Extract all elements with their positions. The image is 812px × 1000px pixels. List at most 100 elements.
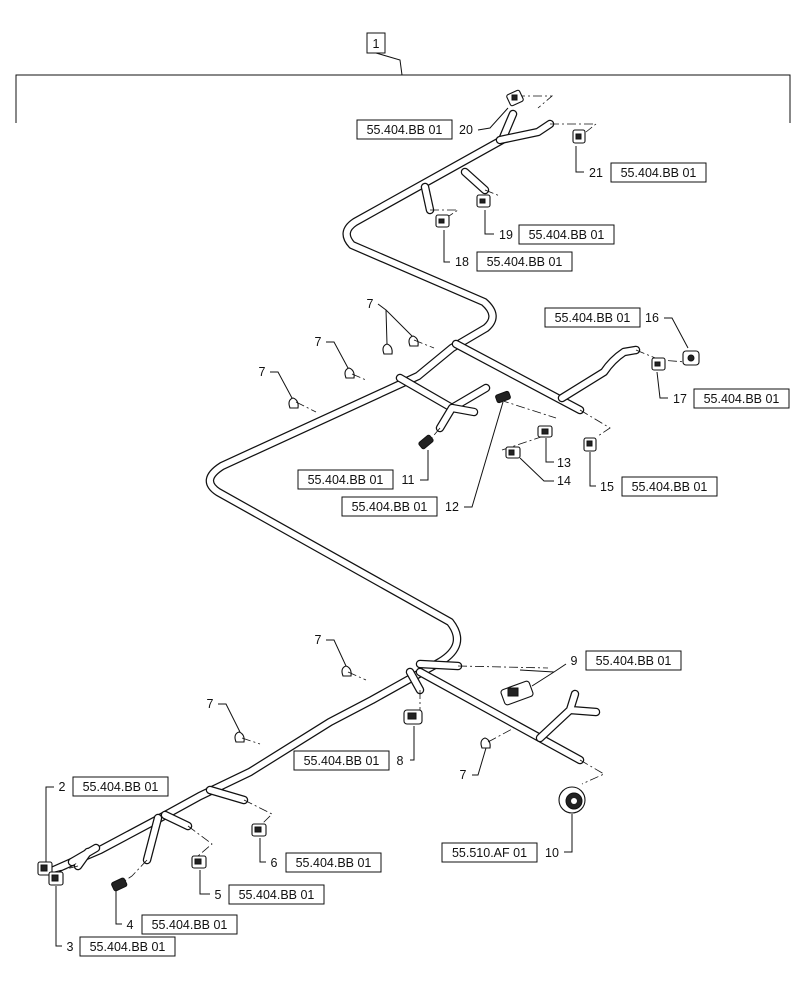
callout-number: 5 [215, 888, 222, 902]
callout-ref: 55.404.BB 01 [555, 311, 631, 325]
callout-2: 55.404.BB 01 2 [45, 776, 169, 862]
callout-16: 55.404.BB 01 16 [544, 307, 689, 349]
callout-number: 18 [455, 255, 469, 269]
callout-8: 55.404.BB 01 8 [293, 726, 415, 771]
connector-13 [537, 425, 553, 438]
connector-18 [435, 214, 450, 228]
connector-3 [48, 871, 64, 886]
connector-11 [418, 434, 434, 450]
assembly-leader [375, 52, 403, 76]
callout-number: 7 [367, 297, 374, 311]
callout-ref: 55.510.AF 01 [452, 846, 527, 860]
callout-7: 7 [367, 297, 413, 345]
cable-tie [344, 367, 367, 381]
connector-6 [251, 823, 267, 837]
callout-ref: 55.404.BB 01 [296, 856, 372, 870]
callout-ref: 55.404.BB 01 [304, 754, 380, 768]
callout-number: 10 [545, 846, 559, 860]
callout-7: 7 [315, 633, 347, 667]
callout-ref: 55.404.BB 01 [367, 123, 443, 137]
callout-7: 7 [207, 697, 241, 733]
callout-5: 55.404.BB 01 5 [199, 870, 325, 905]
cable-tie [288, 397, 317, 413]
connector-21 [572, 129, 586, 144]
callout-11: 55.404.BB 01 11 [297, 450, 429, 490]
connector-12 [495, 390, 511, 404]
callout-7: 7 [259, 365, 293, 399]
connector-2 [37, 861, 53, 876]
cable-tie [480, 727, 515, 749]
connector-9 [500, 680, 534, 706]
callout-9: 55.404.BB 01 9 [519, 650, 682, 687]
assembly-bracket: 1 [15, 32, 791, 123]
callout-18: 55.404.BB 01 18 [443, 230, 573, 272]
connector-16 [682, 350, 700, 366]
callout-number: 17 [673, 392, 687, 406]
callout-4: 55.404.BB 01 4 [115, 890, 238, 935]
callout-17: 55.404.BB 01 17 [656, 371, 790, 409]
callout-ref: 55.404.BB 01 [487, 255, 563, 269]
callout-number: 14 [557, 474, 571, 488]
callout-number: 2 [59, 780, 66, 794]
cable-tie [408, 335, 435, 349]
harness-cable [49, 109, 641, 875]
connector-19 [476, 194, 491, 208]
callout-number: 6 [271, 856, 278, 870]
callout-ref: 55.404.BB 01 [239, 888, 315, 902]
connector-15 [583, 437, 597, 452]
callout-number: 7 [460, 768, 467, 782]
callout-ref: 55.404.BB 01 [596, 654, 672, 668]
connectors [37, 89, 700, 892]
callout-number: 12 [445, 500, 459, 514]
connector-5 [191, 855, 207, 869]
assembly-number: 1 [373, 37, 380, 51]
callout-number: 16 [645, 311, 659, 325]
callout-number: 7 [259, 365, 266, 379]
callout-ref: 55.404.BB 01 [632, 480, 708, 494]
connector-4 [111, 877, 128, 892]
callout-14: 14 [519, 457, 571, 488]
callout-ref: 55.404.BB 01 [308, 473, 384, 487]
callout-ref: 55.404.BB 01 [83, 780, 159, 794]
cable-tie [234, 731, 261, 745]
cable-tie [341, 665, 367, 681]
callout-number: 7 [315, 335, 322, 349]
cable-ties [234, 335, 515, 749]
cable-tie [382, 343, 393, 355]
callout-number: 7 [315, 633, 322, 647]
callout-ref: 55.404.BB 01 [90, 940, 166, 954]
callouts: 55.404.BB 01 20 55.404.BB 01 21 55.404.B… [45, 107, 790, 957]
callout-number: 4 [127, 918, 134, 932]
callout-number: 8 [397, 754, 404, 768]
callout-15: 55.404.BB 01 15 [589, 452, 718, 497]
callout-ref: 55.404.BB 01 [352, 500, 428, 514]
callout-number: 19 [499, 228, 513, 242]
callout-number: 3 [67, 940, 74, 954]
callout-6: 55.404.BB 01 6 [259, 838, 382, 873]
connector-14 [505, 446, 521, 459]
callout-number: 9 [571, 654, 578, 668]
callout-number: 20 [459, 123, 473, 137]
callout-number: 21 [589, 166, 603, 180]
callout-13: 13 [545, 438, 571, 470]
callout-number: 13 [557, 456, 571, 470]
callout-7: 7 [315, 335, 349, 369]
callout-19: 55.404.BB 01 19 [484, 210, 615, 245]
callout-21: 55.404.BB 01 21 [575, 146, 707, 183]
callout-20: 55.404.BB 01 20 [356, 107, 509, 140]
connector-20 [506, 89, 524, 107]
assembly-span [15, 74, 791, 123]
callout-7: 7 [460, 747, 487, 782]
callout-10: 55.510.AF 01 10 [441, 814, 573, 863]
callout-ref: 55.404.BB 01 [152, 918, 228, 932]
callout-3: 55.404.BB 01 3 [55, 886, 176, 957]
connector-10 [558, 786, 586, 814]
callout-number: 11 [402, 473, 415, 487]
callout-ref: 55.404.BB 01 [529, 228, 605, 242]
callout-number: 15 [600, 480, 614, 494]
connector-17 [651, 357, 666, 371]
callout-12: 55.404.BB 01 12 [341, 401, 504, 517]
callout-ref: 55.404.BB 01 [704, 392, 780, 406]
